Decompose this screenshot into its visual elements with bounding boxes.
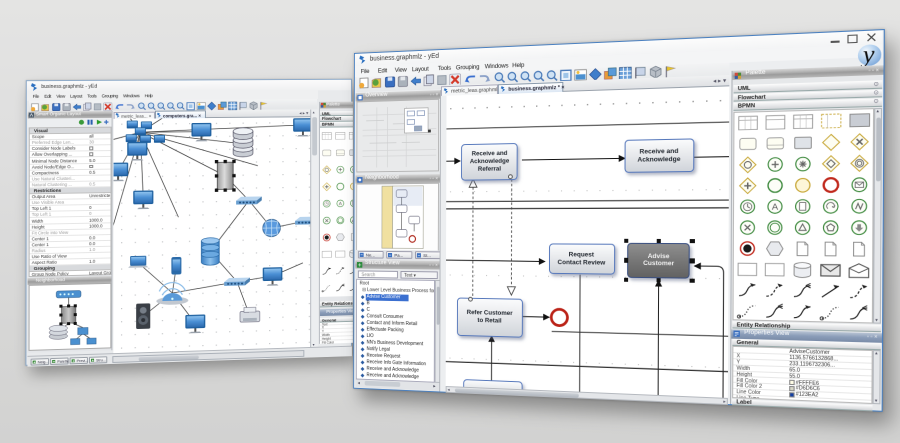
svg-text:A: A: [339, 201, 343, 207]
svg-text:A: A: [772, 201, 778, 212]
svg-text:y: y: [860, 42, 875, 69]
